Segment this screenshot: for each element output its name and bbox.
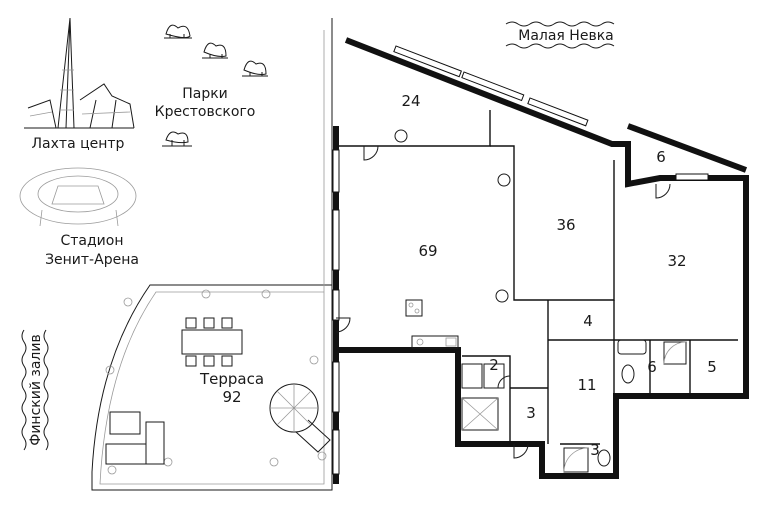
room-area-6-top: 6 [656,148,666,166]
window [332,45,709,475]
terrace-name: Терраса [199,370,264,388]
room-area-11: 11 [577,376,596,394]
room-area-5: 5 [707,358,717,376]
gulf-wave-left [21,329,27,451]
stove-icon [405,299,423,317]
river-wave-top [505,21,615,27]
shower-icon [563,341,687,473]
room-area-36: 36 [556,216,575,234]
stadium-icon [19,167,137,227]
elevator-shaft-icon [461,397,499,431]
parks-label-line1: Парки [182,86,228,102]
river-wave-bottom [505,43,615,49]
column [394,129,511,303]
parks-label-line2: Крестовского [155,104,256,120]
lakhta-tower-icon [24,17,135,129]
room-area-4: 4 [583,312,593,330]
gulf-wave-right [43,329,49,451]
terrace-inner-edge [99,30,325,485]
tree-icon [162,24,268,147]
room-area-32: 32 [667,252,686,270]
toilet-icon [597,364,635,467]
gulf-label: Финский залив [28,334,44,445]
room-area-24: 24 [401,92,420,110]
dining-table-icon [181,317,243,367]
room-area-69: 69 [418,242,437,260]
door [335,145,671,459]
kitchen-counter-icon [411,335,459,349]
room-area-6-bath: 6 [647,358,657,376]
terrace-area: 92 [222,388,241,406]
room-area-3-bath: 3 [590,441,600,459]
room-area-3-hall: 3 [526,404,536,422]
stadium-label-line2: Зенит-Арена [45,252,139,268]
stadium-label-line1: Стадион [60,233,123,249]
umbrella-icon [269,383,331,453]
sofa-icon [105,411,165,465]
river-label: Малая Невка [518,28,613,44]
lakhta-label: Лахта центр [32,136,125,152]
bathtub-icon [617,339,647,355]
room-area-2: 2 [489,356,499,374]
washer-icon [461,363,505,389]
interior-walls [336,110,738,445]
terrace-outline [91,18,333,491]
